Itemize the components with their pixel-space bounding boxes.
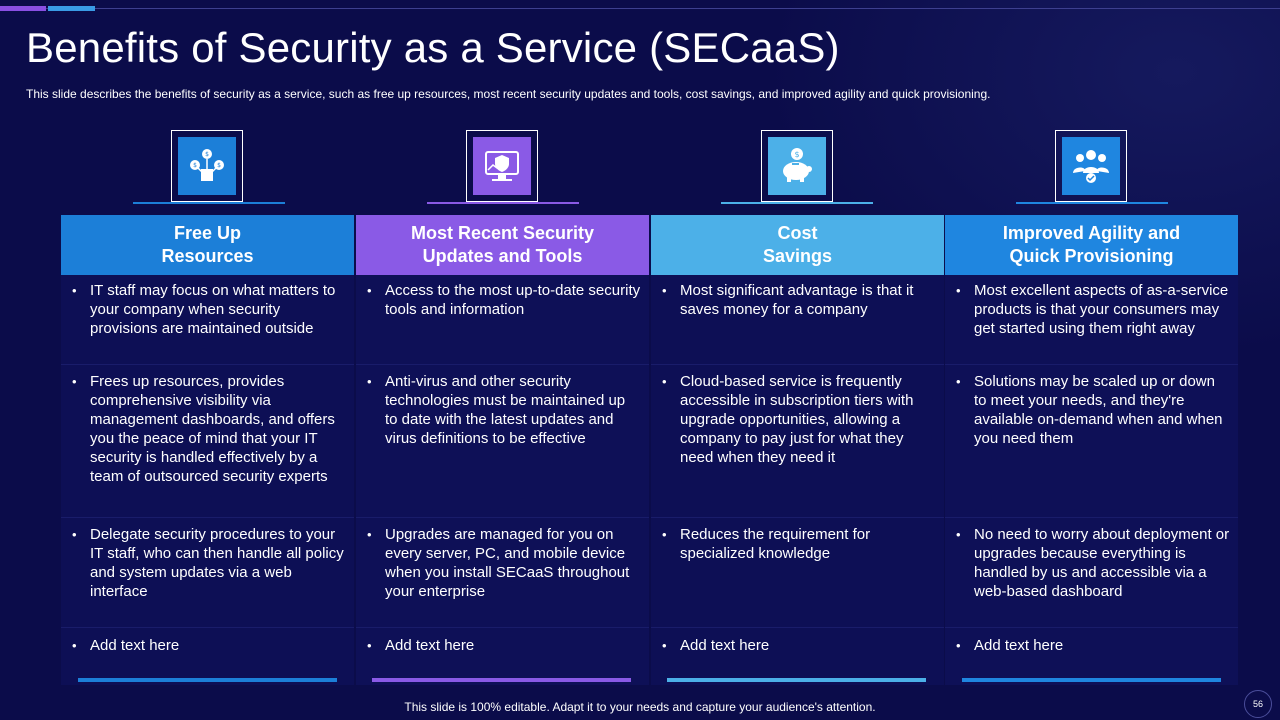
benefit-item: Most significant advantage is that it sa… — [662, 281, 936, 319]
team-agility-icon — [1062, 137, 1120, 195]
benefit-cell: Most significant advantage is that it sa… — [651, 281, 944, 319]
benefit-cell: Access to the most up-to-date security t… — [356, 281, 649, 319]
header-line: Quick Provisioning — [1009, 246, 1174, 266]
benefit-item: Add text here — [72, 636, 346, 655]
icon-frame-free-up-resources: $ $ $ — [171, 130, 243, 202]
benefit-cell: No need to worry about deployment or upg… — [945, 517, 1238, 601]
benefit-item: Reduces the requirement for specialized … — [662, 525, 936, 563]
benefit-cell: Most excellent aspects of as-a-service p… — [945, 281, 1238, 338]
benefit-item: IT staff may focus on what matters to yo… — [72, 281, 346, 338]
benefit-item: Upgrades are managed for you on every se… — [367, 525, 641, 601]
resources-icon: $ $ $ — [178, 137, 236, 195]
bottom-accent-bar — [372, 678, 631, 682]
benefit-cell: IT staff may focus on what matters to yo… — [61, 281, 354, 338]
header-line: Resources — [161, 246, 254, 266]
benefit-item: Add text here — [662, 636, 936, 655]
svg-text:$: $ — [794, 150, 799, 159]
benefit-item: Cloud-based service is frequently access… — [662, 372, 936, 467]
top-accent-blue — [48, 6, 95, 11]
benefit-item: Access to the most up-to-date security t… — [367, 281, 641, 319]
benefit-item: Frees up resources, provides comprehensi… — [72, 372, 346, 486]
header-line: Improved Agility and — [1002, 223, 1181, 243]
page-subtitle: This slide describes the benefits of sec… — [26, 87, 991, 101]
bottom-accent-bar — [667, 678, 926, 682]
benefit-item: Solutions may be scaled up or down to me… — [956, 372, 1230, 448]
footer-note: This slide is 100% editable. Adapt it to… — [404, 700, 876, 714]
column-header-free-up-resources: Free Up Resources — [61, 215, 354, 275]
icon-underline — [1016, 202, 1168, 204]
icon-frame-agility — [1055, 130, 1127, 202]
top-accent-purple — [0, 6, 46, 11]
column-body: IT staff may focus on what matters to yo… — [61, 275, 354, 685]
svg-text:$: $ — [217, 162, 221, 169]
benefit-cell: Cloud-based service is frequently access… — [651, 364, 944, 467]
header-line: Cost — [777, 223, 818, 243]
top-rule — [0, 8, 1280, 9]
benefit-item: Delegate security procedures to your IT … — [72, 525, 346, 601]
benefit-item: No need to worry about deployment or upg… — [956, 525, 1230, 601]
benefit-cell: Frees up resources, provides comprehensi… — [61, 364, 354, 486]
benefit-cell: Upgrades are managed for you on every se… — [356, 517, 649, 601]
header-line: Free Up — [173, 223, 242, 243]
icon-underline — [721, 202, 873, 204]
benefit-cell: Delegate security procedures to your IT … — [61, 517, 354, 601]
header-line: Updates and Tools — [422, 246, 583, 266]
bottom-accent-bar — [78, 678, 337, 682]
benefit-cell: Add text here — [61, 627, 354, 655]
bottom-accent-bar — [962, 678, 1221, 682]
benefit-cell: Solutions may be scaled up or down to me… — [945, 364, 1238, 448]
icon-underline — [133, 202, 285, 204]
benefit-cell: Anti-virus and other security technologi… — [356, 364, 649, 448]
column-body: Access to the most up-to-date security t… — [356, 275, 649, 685]
icon-frame-security-updates — [466, 130, 538, 202]
benefit-cell: Reduces the requirement for specialized … — [651, 517, 944, 563]
icon-frame-cost-savings: $ — [761, 130, 833, 202]
benefit-cell: Add text here — [945, 627, 1238, 655]
benefit-item: Most excellent aspects of as-a-service p… — [956, 281, 1230, 338]
benefit-cell: Add text here — [356, 627, 649, 655]
column-body: Most excellent aspects of as-a-service p… — [945, 275, 1238, 685]
svg-text:$: $ — [205, 151, 209, 158]
svg-text:$: $ — [193, 162, 197, 169]
page-number: 56 — [1244, 690, 1272, 718]
benefit-item: Add text here — [367, 636, 641, 655]
column-body: Most significant advantage is that it sa… — [651, 275, 944, 685]
benefit-item: Add text here — [956, 636, 1230, 655]
security-monitor-icon — [473, 137, 531, 195]
benefit-item: Anti-virus and other security technologi… — [367, 372, 641, 448]
header-line: Savings — [762, 246, 833, 266]
header-line: Most Recent Security — [410, 223, 595, 243]
piggy-bank-icon: $ — [768, 137, 826, 195]
benefit-cell: Add text here — [651, 627, 944, 655]
page-title: Benefits of Security as a Service (SECaa… — [26, 24, 840, 71]
icon-underline — [427, 202, 579, 204]
